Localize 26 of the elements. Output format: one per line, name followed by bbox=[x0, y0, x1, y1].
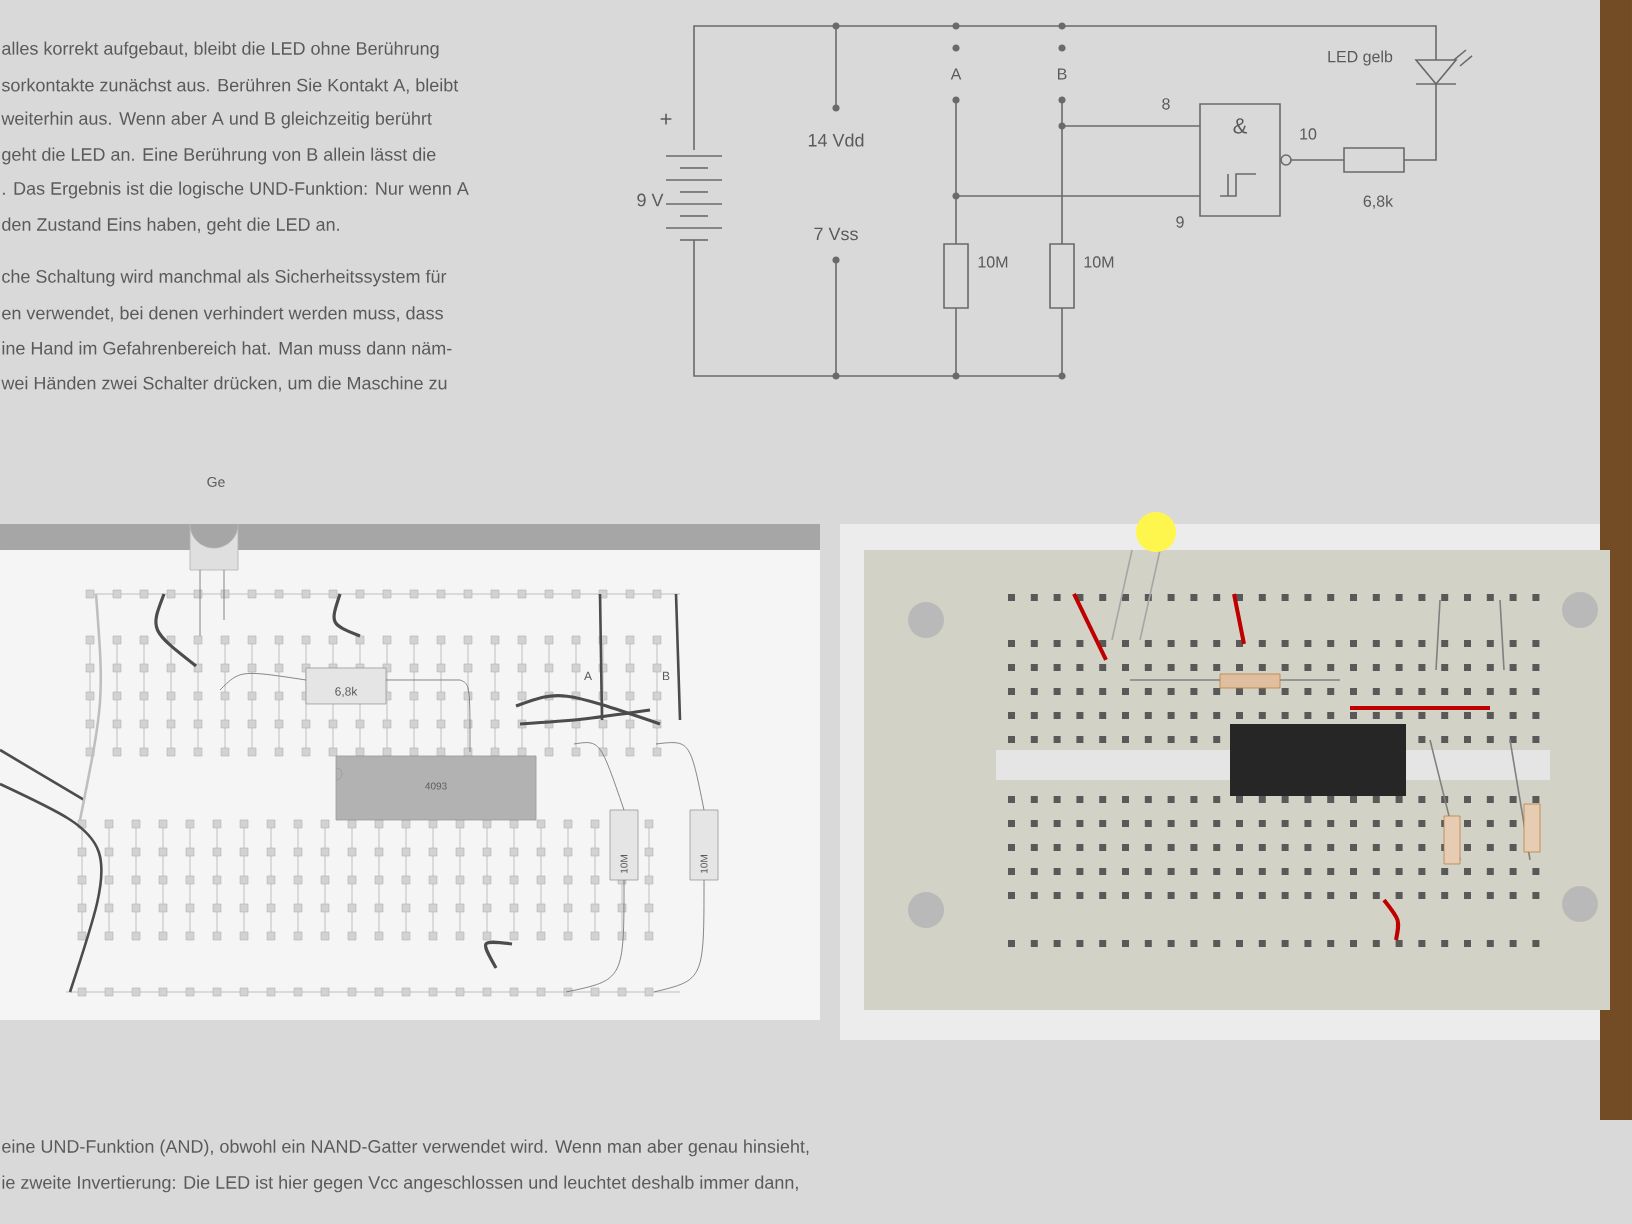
text-line: che Schaltung wird manchmal als Sicherheitssystem für bbox=[2, 269, 447, 287]
text-line: ie zweite Invertierung: Die LED ist hier gegen Vcc angeschlossen und leuchtet deshalb immer dann, bbox=[2, 1175, 798, 1193]
text-line: geht die LED an. Eine Berührung von B allein lässt die bbox=[2, 147, 436, 165]
text-line: weiterhin aus. Wenn aber A und B gleichzeitig berührt bbox=[1, 111, 432, 129]
polarity-label: + bbox=[660, 113, 672, 125]
pin-label: 8 bbox=[1162, 98, 1170, 110]
voltage-label: 9 V bbox=[637, 193, 664, 207]
text-line: ine Hand im Gefahrenbereich hat. Man muss dann näm- bbox=[2, 341, 452, 355]
pin-label: 9 bbox=[1176, 216, 1184, 228]
text-line: alles korrekt aufgebaut, bleibt die LED ohne Berührung bbox=[2, 41, 439, 59]
text-line: den Zustand Eins haben, geht die LED an. bbox=[2, 217, 339, 235]
resistor-value: 10M bbox=[1084, 256, 1114, 268]
contact-label: A bbox=[950, 68, 962, 80]
pin-label: 14 Vdd bbox=[808, 133, 864, 147]
contact-label: B bbox=[1058, 68, 1067, 80]
text-line: . Das Ergebnis ist die logische UND-Funktion: Nur wenn A bbox=[3, 181, 469, 199]
resistor-value: 6,8k bbox=[1363, 195, 1394, 209]
text-line: en verwendet, bei denen verhindert werden muss, dass bbox=[2, 306, 443, 322]
pin-label: 7 Vss bbox=[814, 227, 858, 241]
text-line: sorkontakte zunächst aus. Berühren Sie Kontakt A, bleibt bbox=[1, 78, 459, 94]
pin-label: 10 bbox=[1300, 128, 1317, 140]
gate-symbol-label: & bbox=[1233, 118, 1247, 134]
text-line: eine UND-Funktion (AND), obwohl ein NAND-Gatter verwendet wird. Wenn man aber genau hinsieht, bbox=[2, 1139, 809, 1157]
led-label: LED gelb bbox=[1328, 50, 1393, 66]
text-line: wei Händen zwei Schalter drücken, um die Maschine zu bbox=[1, 376, 447, 392]
resistor-value: 10M bbox=[978, 256, 1008, 268]
